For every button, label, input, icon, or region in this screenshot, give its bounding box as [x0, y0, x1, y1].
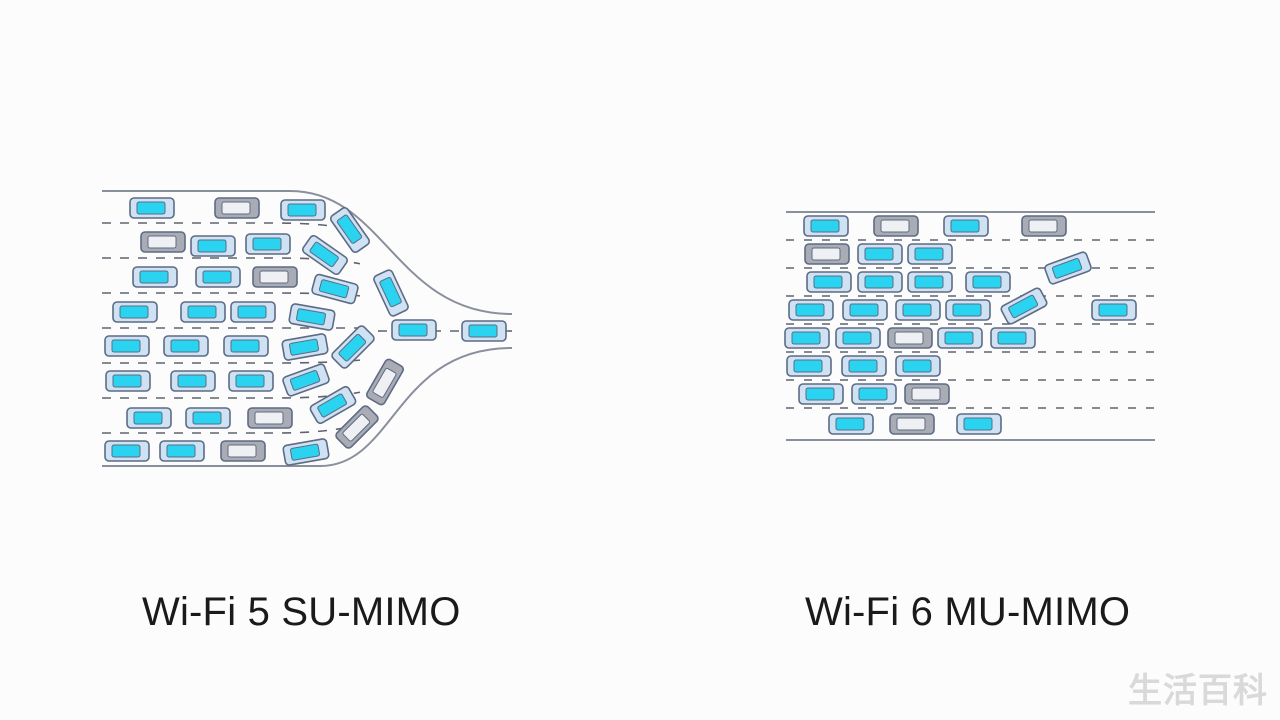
car: [132, 266, 178, 288]
road-edge-bottom: [102, 347, 513, 467]
car: [252, 266, 298, 288]
car: [803, 215, 849, 237]
car: [223, 335, 269, 357]
car: [841, 355, 887, 377]
car: [937, 327, 983, 349]
car: [391, 319, 437, 341]
car: [159, 440, 205, 462]
car: [1043, 250, 1093, 286]
car: [784, 327, 830, 349]
car: [129, 197, 175, 219]
car: [788, 299, 834, 321]
mu-mimo-cars: [784, 215, 1137, 435]
car: [281, 437, 331, 467]
car: [281, 362, 331, 398]
car: [170, 370, 216, 392]
car: [798, 383, 844, 405]
su-mimo-cars: [104, 197, 507, 467]
car: [895, 355, 941, 377]
car: [1021, 215, 1067, 237]
car: [163, 335, 209, 357]
car: [828, 413, 874, 435]
car: [195, 266, 241, 288]
car: [461, 320, 507, 342]
car: [247, 407, 293, 429]
lane-divider: [102, 222, 361, 233]
car: [907, 271, 953, 293]
car: [126, 407, 172, 429]
car: [806, 271, 852, 293]
mu-mimo-caption: Wi-Fi 6 MU-MIMO: [805, 590, 1131, 634]
car: [214, 197, 260, 219]
car: [280, 199, 326, 221]
car: [310, 272, 360, 306]
car: [851, 383, 897, 405]
watermark-text: 生活百科: [1128, 671, 1268, 711]
mu-mimo-lane-markings: [786, 239, 1155, 409]
car: [230, 301, 276, 323]
mu-mimo-road: [786, 211, 1155, 441]
car: [190, 235, 236, 257]
car: [857, 271, 903, 293]
car: [287, 302, 337, 332]
car: [104, 440, 150, 462]
car: [873, 215, 919, 237]
car: [180, 301, 226, 323]
car: [112, 301, 158, 323]
car: [1091, 299, 1137, 321]
car: [842, 299, 888, 321]
road-edge-top: [102, 190, 513, 315]
car: [907, 243, 953, 265]
car: [185, 407, 231, 429]
car: [105, 370, 151, 392]
car: [329, 323, 377, 371]
car: [943, 215, 989, 237]
car: [990, 327, 1036, 349]
car: [364, 357, 406, 407]
car: [308, 384, 358, 426]
car: [956, 413, 1002, 435]
su-mimo-road: [102, 190, 513, 467]
lane-divider: [102, 423, 361, 434]
car: [945, 299, 991, 321]
car: [300, 233, 350, 277]
car: [857, 243, 903, 265]
car: [835, 327, 881, 349]
car: [887, 327, 933, 349]
car: [245, 233, 291, 255]
car: [140, 231, 186, 253]
car: [104, 335, 150, 357]
car: [228, 370, 274, 392]
car: [328, 205, 372, 255]
lane-divider: [102, 359, 361, 364]
car: [895, 299, 941, 321]
car: [889, 413, 935, 435]
car: [804, 243, 850, 265]
car: [371, 268, 411, 318]
car: [280, 332, 330, 362]
car: [965, 271, 1011, 293]
su-mimo-caption: Wi-Fi 5 SU-MIMO: [142, 590, 461, 634]
car: [220, 440, 266, 462]
lane-divider: [102, 391, 361, 399]
car: [904, 383, 950, 405]
car: [786, 355, 832, 377]
